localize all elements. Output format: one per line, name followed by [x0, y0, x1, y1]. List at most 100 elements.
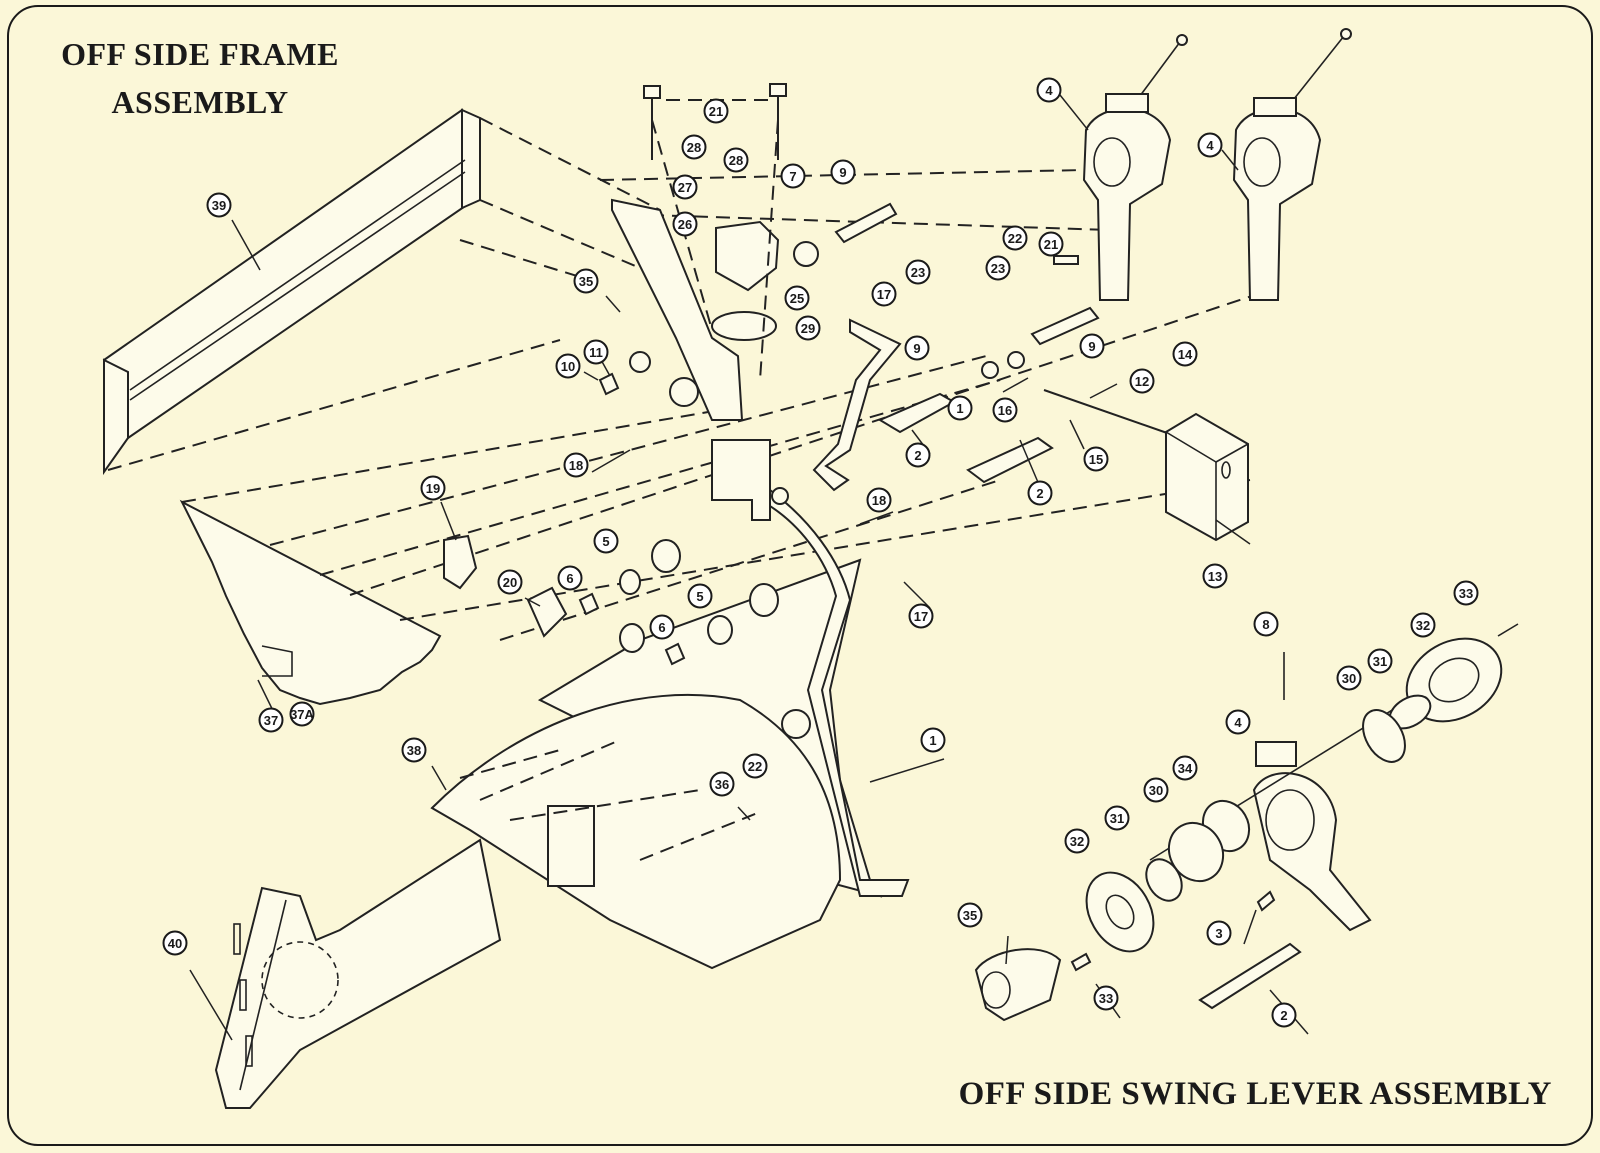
callout-4: 4 [1036, 77, 1062, 103]
callout-17: 17 [871, 281, 897, 307]
callout-22: 22 [1002, 225, 1028, 251]
part-38-arch-cover [430, 693, 842, 970]
callout-14: 14 [1172, 341, 1198, 367]
callout-31: 31 [1104, 805, 1130, 831]
callout-circle [1367, 648, 1393, 674]
callout-circle [1206, 920, 1232, 946]
callout-number: 2 [914, 448, 921, 463]
callout-number: 32 [1416, 618, 1430, 633]
callout-circle [401, 737, 427, 763]
callout-15: 15 [1083, 446, 1109, 472]
callout-10: 10 [555, 353, 581, 379]
callout-circle [289, 701, 315, 727]
callout-3: 3 [1206, 920, 1232, 946]
callout-circle [1225, 709, 1251, 735]
callout-number: 5 [602, 534, 609, 549]
callout-number: 10 [561, 359, 575, 374]
callout-circle [1253, 611, 1279, 637]
callout-circle [672, 174, 698, 200]
callout-23: 23 [985, 255, 1011, 281]
callout-circle [1083, 446, 1109, 472]
callout-number: 18 [872, 493, 886, 508]
callout-number: 37 [264, 713, 278, 728]
callout-number: 14 [1178, 347, 1193, 362]
callout-22: 22 [742, 753, 768, 779]
callout-number: 27 [678, 180, 692, 195]
callout-25: 25 [784, 285, 810, 311]
callout-circle [1129, 368, 1155, 394]
callout-8: 8 [1253, 611, 1279, 637]
callout-39: 39 [206, 192, 232, 218]
callout-number: 40 [168, 936, 182, 951]
callout-circle [784, 285, 810, 311]
callout-circle [573, 268, 599, 294]
callout-number: 21 [1044, 237, 1058, 252]
callout-13: 13 [1202, 563, 1228, 589]
callout-number: 8 [1262, 617, 1269, 632]
callout-number: 30 [1342, 671, 1356, 686]
callout-2: 2 [1027, 480, 1053, 506]
callout-circle [985, 255, 1011, 281]
part-4-swing-lever-top [1082, 93, 1322, 301]
callout-number: 35 [579, 274, 593, 289]
callout-circle [1172, 341, 1198, 367]
callout-number: 13 [1208, 569, 1222, 584]
callout-circle [1002, 225, 1028, 251]
callout-1: 1 [947, 395, 973, 421]
callout-number: 4 [1045, 83, 1053, 98]
callout-17: 17 [908, 603, 934, 629]
callout-16: 16 [992, 397, 1018, 423]
callout-4: 4 [1225, 709, 1251, 735]
callout-number: 31 [1110, 811, 1124, 826]
callout-number: 3 [1215, 926, 1222, 941]
callout-circle [557, 565, 583, 591]
callout-28: 28 [723, 147, 749, 173]
callout-circle [672, 211, 698, 237]
callout-35: 35 [957, 902, 983, 928]
callout-number: 1 [956, 401, 963, 416]
callout-circle [583, 339, 609, 365]
callout-number: 6 [658, 620, 665, 635]
callout-number: 4 [1234, 715, 1242, 730]
callout-circle [866, 487, 892, 513]
callout-circle [162, 930, 188, 956]
callout-circle [1197, 132, 1223, 158]
callout-number: 6 [566, 571, 573, 586]
callout-23: 23 [905, 259, 931, 285]
callout-9: 9 [830, 159, 856, 185]
callout-31: 31 [1367, 648, 1393, 674]
callout-circle [908, 603, 934, 629]
callout-number: 28 [729, 153, 743, 168]
callout-number: 23 [991, 261, 1005, 276]
callout-number: 33 [1459, 586, 1473, 601]
callout-number: 5 [696, 589, 703, 604]
callout-number: 32 [1070, 834, 1084, 849]
callout-circle [1104, 805, 1130, 831]
callout-number: 33 [1099, 991, 1113, 1006]
callout-number: 26 [678, 217, 692, 232]
callout-19: 19 [420, 475, 446, 501]
callout-number: 19 [426, 481, 440, 496]
callout-number: 28 [687, 140, 701, 155]
part-37-side-plate [179, 499, 442, 706]
callout-29: 29 [795, 315, 821, 341]
callout-18: 18 [563, 452, 589, 478]
callout-circle [206, 192, 232, 218]
callout-2: 2 [905, 442, 931, 468]
callout-circle [593, 528, 619, 554]
callout-32: 32 [1064, 828, 1090, 854]
callout-circle [920, 727, 946, 753]
callout-circle [1202, 563, 1228, 589]
callout-circle [1410, 612, 1436, 638]
callout-12: 12 [1129, 368, 1155, 394]
callout-37: 37 [258, 707, 284, 733]
callout-38: 38 [401, 737, 427, 763]
callout-circle [1036, 77, 1062, 103]
callout-6: 6 [557, 565, 583, 591]
callout-circle [871, 281, 897, 307]
callout-2: 2 [1271, 1002, 1297, 1028]
small-plates-washers [443, 372, 811, 739]
callout-40: 40 [162, 930, 188, 956]
